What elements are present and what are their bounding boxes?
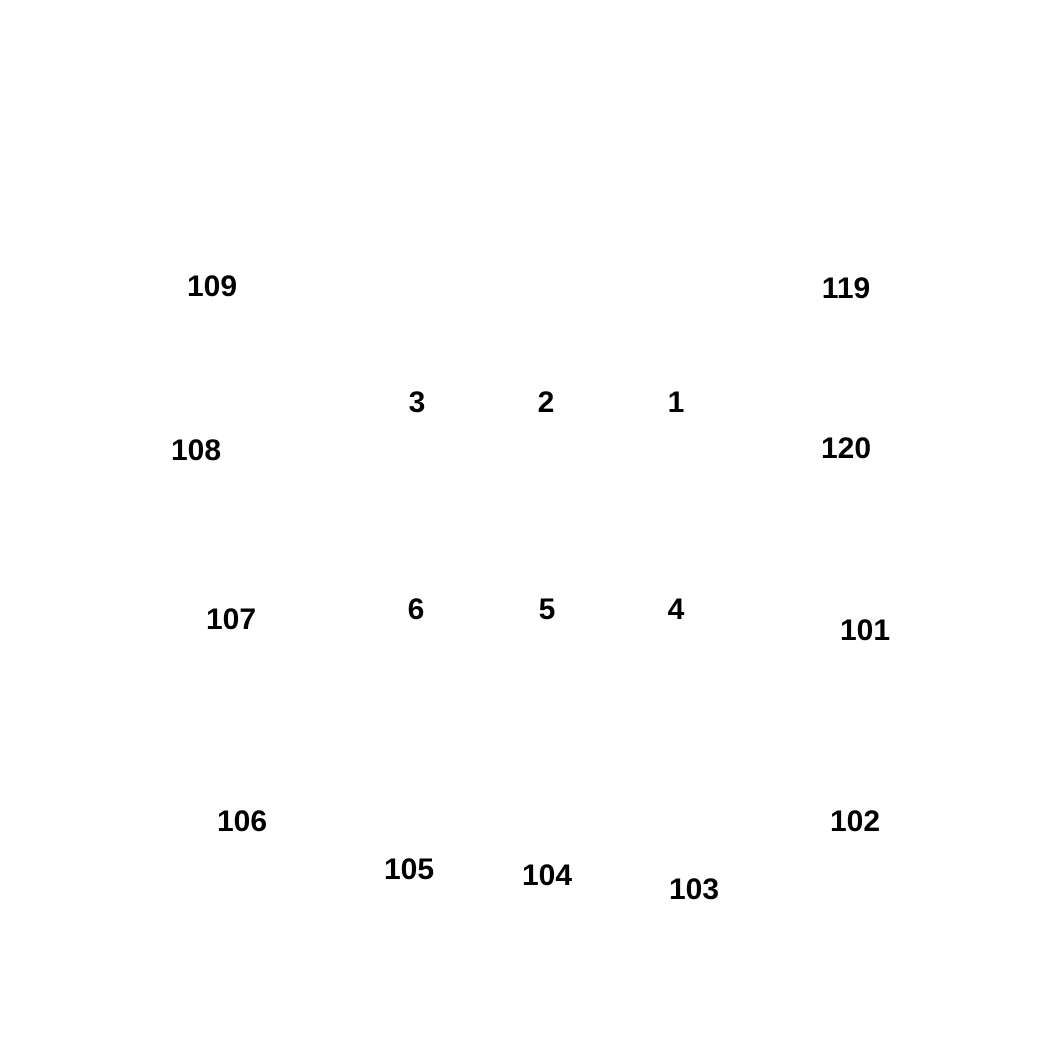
label-119: 119 <box>821 272 871 305</box>
label-104: 104 <box>521 859 573 892</box>
label-107: 107 <box>205 603 257 636</box>
label-103: 103 <box>668 873 720 906</box>
label-101: 101 <box>839 614 891 647</box>
label-120: 120 <box>820 432 872 465</box>
label-5: 5 <box>538 593 556 626</box>
label-6: 6 <box>407 593 425 626</box>
label-3: 3 <box>408 386 426 419</box>
label-1: 1 <box>667 386 685 419</box>
label-4: 4 <box>667 593 685 626</box>
label-108: 108 <box>170 434 222 467</box>
label-105: 105 <box>383 853 435 886</box>
label-102: 102 <box>829 805 881 838</box>
label-109: 109 <box>186 270 238 303</box>
label-106: 106 <box>216 805 268 838</box>
label-2: 2 <box>537 386 555 419</box>
